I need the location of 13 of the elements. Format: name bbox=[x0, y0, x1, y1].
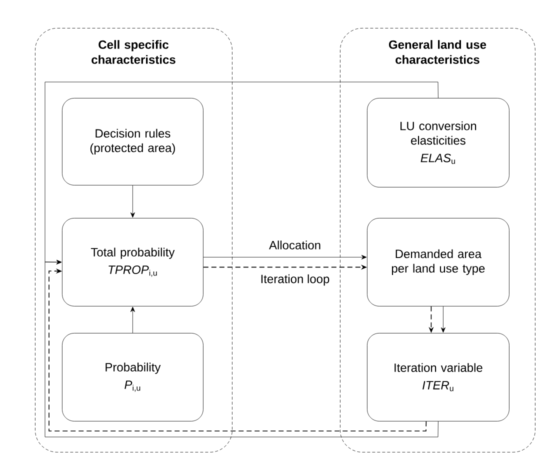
process-box: Total probability TPROP$_{i,u}$ bbox=[62, 218, 204, 306]
arrow bbox=[203, 254, 367, 260]
process-box: Probability P$_{i,u}$ bbox=[62, 333, 204, 422]
arrow bbox=[440, 306, 446, 333]
arrow bbox=[130, 306, 135, 334]
edge-label: Iteration loop bbox=[261, 274, 330, 286]
arrow bbox=[130, 185, 135, 218]
process-box: LU conversion elasticities ELAS$_{u}$ bbox=[367, 98, 510, 188]
process-box: Decision rules (protected area) bbox=[62, 98, 204, 186]
arrow bbox=[44, 82, 438, 264]
process-box: Iteration variable ITER$_{u}$ bbox=[367, 333, 510, 422]
edge-label: Allocation bbox=[269, 240, 320, 250]
process-box: Demanded area per land use type bbox=[367, 218, 510, 306]
